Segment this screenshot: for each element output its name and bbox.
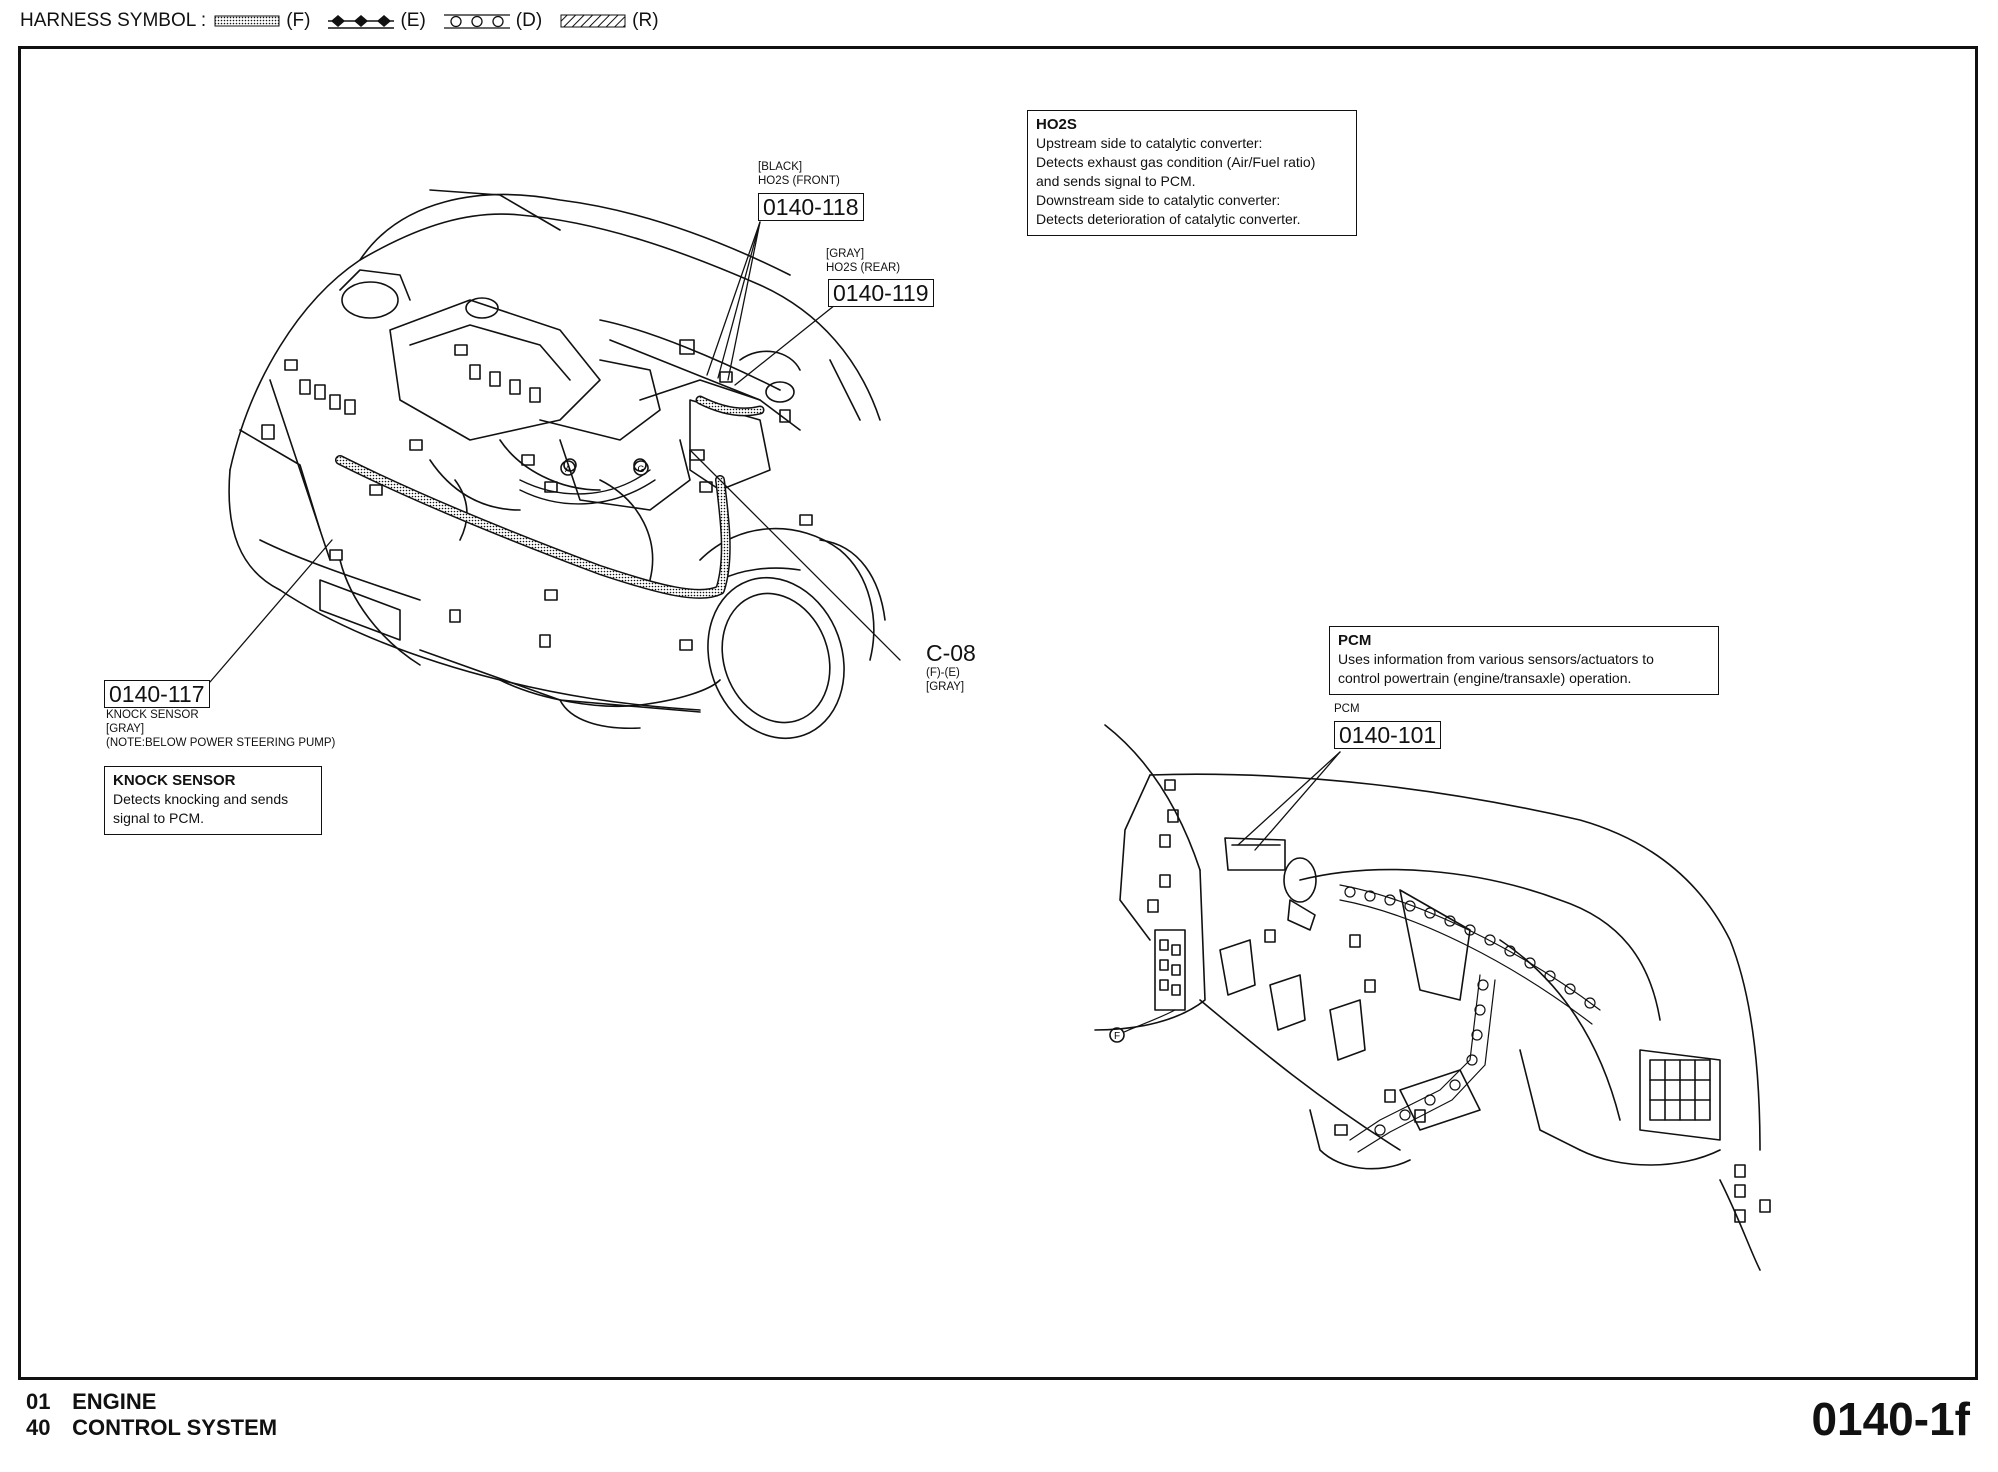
marker-f-circle — [1109, 1027, 1125, 1043]
connector-c08-details: (F)-(E) [GRAY] — [926, 666, 964, 694]
connector-c08-color: [GRAY] — [926, 681, 965, 693]
footer-subsection-number: 40 — [26, 1415, 51, 1440]
knock-sensor-color: [GRAY] — [106, 723, 145, 735]
ho2s-info-line: Detects deterioration of catalytic conve… — [1036, 211, 1301, 227]
connector-c08-code: C-08 — [926, 640, 976, 666]
footer-section-number: 01 — [26, 1389, 51, 1414]
footer-row-control: 40 CONTROL SYSTEM — [26, 1415, 277, 1441]
dash-harness — [1339, 884, 1601, 1153]
legend-label-d: (D) — [515, 10, 543, 31]
knock-sensor-name: KNOCK SENSOR — [106, 709, 199, 721]
engine-components — [261, 269, 813, 651]
marker-a-circle — [560, 460, 576, 476]
footer-subsection-title: CONTROL SYSTEM — [72, 1415, 278, 1440]
ho2s-info-line: Upstream side to catalytic converter: — [1036, 135, 1263, 151]
ho2s-info-heading: HO2S — [1036, 116, 1077, 133]
legend-label-f: (F) — [286, 10, 311, 31]
diamonds-symbol-icon — [328, 15, 395, 29]
circles-symbol-icon — [443, 14, 510, 29]
section-footer: 01 ENGINE 40 CONTROL SYSTEM — [26, 1389, 277, 1441]
harness-legend: HARNESS SYMBOL : (F) (E) (D) (R) — [20, 10, 677, 32]
harness-f-fill — [336, 456, 730, 598]
marker-g-circle — [633, 460, 649, 476]
ho2s-info-line: Detects exhaust gas condition (Air/Fuel … — [1036, 154, 1316, 170]
knock-info-line: signal to PCM. — [113, 810, 205, 826]
knock-info-heading: KNOCK SENSOR — [113, 772, 236, 789]
pcm-leader-2 — [1254, 751, 1341, 851]
pcm-code: 0140-101 — [1334, 721, 1442, 749]
leader-lines-engine — [209, 221, 901, 683]
pcm-info-box: PCM Uses information from various sensor… — [1329, 626, 1719, 695]
diagram-frame — [18, 46, 1978, 1380]
knock-sensor-info-box: KNOCK SENSOR Detects knocking and sends … — [104, 766, 322, 835]
ho2s-info-line: Downstream side to catalytic converter: — [1036, 192, 1281, 208]
connector-c08-type: (F)-(E) — [926, 667, 960, 679]
harness-f-outline — [335, 455, 731, 599]
ho2s-front-name: HO2S (FRONT) — [758, 175, 840, 187]
marker-g-label: G — [637, 464, 644, 474]
ho2s-front-color: [BLACK] — [758, 161, 803, 173]
pcm-info-heading: PCM — [1338, 632, 1372, 649]
legend-item-d: (D) — [443, 10, 543, 32]
ho2s-rear-callout: [GRAY] HO2S (REAR) — [826, 247, 900, 275]
pcm-label: PCM — [1334, 703, 1360, 715]
ho2s-rear-name: HO2S (REAR) — [826, 262, 901, 274]
pcm-leader-1 — [1237, 751, 1341, 846]
knock-sensor-code: 0140-117 — [104, 680, 210, 708]
legend-item-e: (E) — [328, 10, 426, 32]
hatched-symbol-icon — [560, 14, 626, 28]
dotted-fill-symbol-icon — [214, 15, 280, 27]
footer-row-engine: 01 ENGINE — [26, 1389, 277, 1415]
legend-label-e: (E) — [400, 10, 426, 31]
pcm-info-line: control powertrain (engine/transaxle) op… — [1338, 670, 1632, 686]
footer-section-title: ENGINE — [72, 1389, 157, 1414]
marker-f-label: F — [1114, 1031, 1120, 1042]
ho2s-front-code: 0140-118 — [758, 193, 864, 221]
ho2s-rear-color: [GRAY] — [826, 248, 865, 260]
page-code: 0140-1f — [1811, 1393, 1970, 1445]
ho2s-rear-code: 0140-119 — [828, 279, 934, 307]
ho2s-info-line: and sends signal to PCM. — [1036, 173, 1196, 189]
marker-a-label: A — [565, 464, 571, 474]
legend-item-r: (R) — [560, 10, 659, 32]
legend-label-r: (R) — [632, 10, 659, 31]
legend-item-f: (F) — [214, 10, 310, 32]
pcm-info-line: Uses information from various sensors/ac… — [1338, 651, 1654, 667]
knock-sensor-note: (NOTE:BELOW POWER STEERING PUMP) — [106, 737, 336, 749]
ho2s-front-callout: [BLACK] HO2S (FRONT) — [758, 160, 840, 188]
ho2s-info-box: HO2S Upstream side to catalytic converte… — [1027, 110, 1357, 236]
car-body-outline — [228, 189, 886, 740]
knock-info-line: Detects knocking and sends — [113, 791, 289, 807]
legend-title: HARNESS SYMBOL : — [20, 10, 207, 31]
knock-sensor-callout: KNOCK SENSOR [GRAY] (NOTE:BELOW POWER ST… — [106, 708, 335, 750]
dashboard-outline — [1094, 724, 1771, 1271]
